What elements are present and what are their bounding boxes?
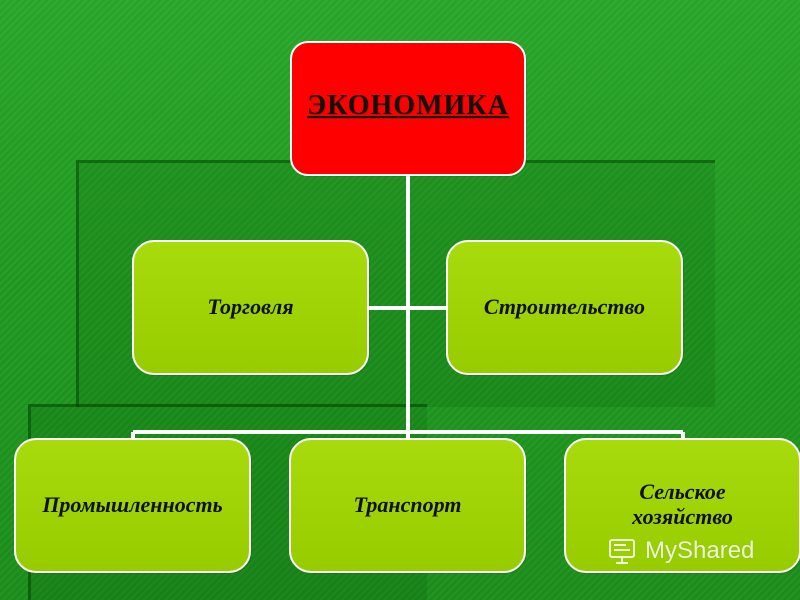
transport-label: Транспорт <box>353 492 462 518</box>
construction-node: Строительство <box>446 240 683 375</box>
economy-label: ЭКОНОМИКА <box>307 90 509 121</box>
transport-node: Транспорт <box>289 438 526 573</box>
watermark-text: MyShared <box>645 537 755 564</box>
trade-node: Торговля <box>132 240 369 375</box>
industry-label: Промышленность <box>42 492 223 518</box>
agriculture-node: Сельское хозяйство <box>564 438 800 573</box>
industry-node: Промышленность <box>14 438 251 573</box>
economy-node: ЭКОНОМИКА <box>290 41 526 176</box>
myshared-watermark: MyShared <box>606 535 754 567</box>
presentation-icon <box>609 539 635 564</box>
agriculture-label: Сельское хозяйство <box>632 479 733 529</box>
trade-label: Торговля <box>207 294 294 320</box>
construction-label: Строительство <box>483 294 646 320</box>
